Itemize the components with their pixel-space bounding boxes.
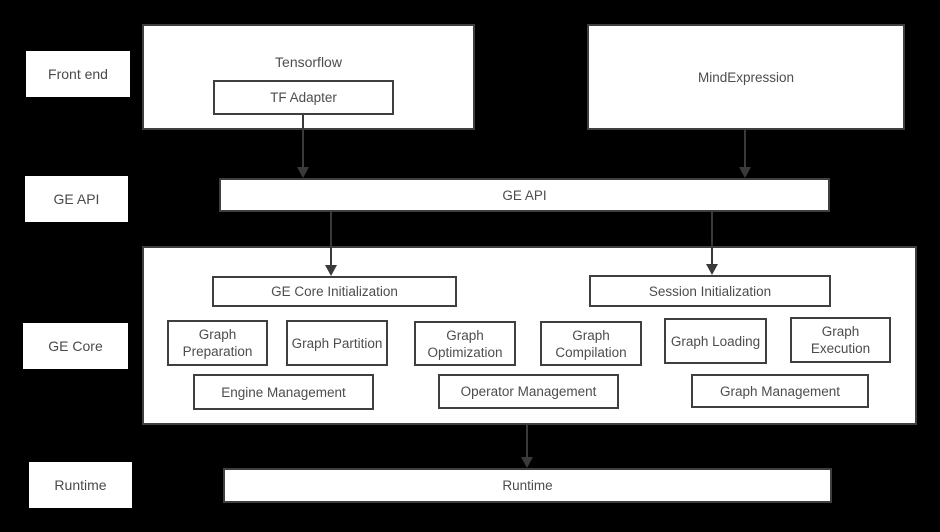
graph-preparation-box: Graph Preparation bbox=[167, 320, 268, 366]
mindexpression-box: MindExpression bbox=[587, 24, 905, 130]
arrow-tf-adapter-to-ge-api-line bbox=[302, 115, 304, 169]
graph-compilation-box: Graph Compilation bbox=[540, 321, 642, 366]
graph-loading-box: Graph Loading bbox=[664, 318, 767, 364]
row-label-front-end: Front end bbox=[26, 51, 130, 97]
graph-optimization-box: Graph Optimization bbox=[414, 321, 516, 366]
arrow-mindexpression-to-ge-api-line bbox=[744, 130, 746, 169]
tensorflow-box: Tensorflow TF Adapter bbox=[142, 24, 475, 130]
session-initialization-box: Session Initialization bbox=[589, 275, 831, 307]
arrow-ge-api-to-ge-core-init-line bbox=[330, 212, 332, 267]
arrow-ge-core-to-runtime-line bbox=[526, 425, 528, 459]
arrow-ge-api-to-session-init-line bbox=[711, 212, 713, 266]
tf-adapter-box: TF Adapter bbox=[213, 80, 394, 115]
row-label-ge-core: GE Core bbox=[23, 323, 128, 369]
runtime-bar: Runtime bbox=[223, 468, 832, 503]
ge-api-bar: GE API bbox=[219, 178, 830, 212]
graph-execution-box: Graph Execution bbox=[790, 317, 891, 363]
arrow-mindexpression-to-ge-api-head bbox=[739, 167, 751, 178]
row-label-ge-api: GE API bbox=[25, 176, 128, 222]
ge-core-box: GE Core Initialization Session Initializ… bbox=[142, 246, 917, 425]
tensorflow-label: Tensorflow bbox=[275, 54, 342, 70]
arrow-ge-api-to-ge-core-init-head bbox=[325, 265, 337, 276]
arrow-ge-core-to-runtime-head bbox=[521, 457, 533, 468]
graph-partition-box: Graph Partition bbox=[286, 320, 388, 366]
engine-management-box: Engine Management bbox=[193, 374, 374, 410]
row-label-runtime: Runtime bbox=[29, 462, 132, 508]
operator-management-box: Operator Management bbox=[438, 374, 619, 409]
ge-core-initialization-box: GE Core Initialization bbox=[212, 276, 457, 307]
graph-management-box: Graph Management bbox=[691, 374, 869, 408]
arrow-ge-api-to-session-init-head bbox=[706, 264, 718, 275]
arrow-tf-adapter-to-ge-api-head bbox=[297, 167, 309, 178]
